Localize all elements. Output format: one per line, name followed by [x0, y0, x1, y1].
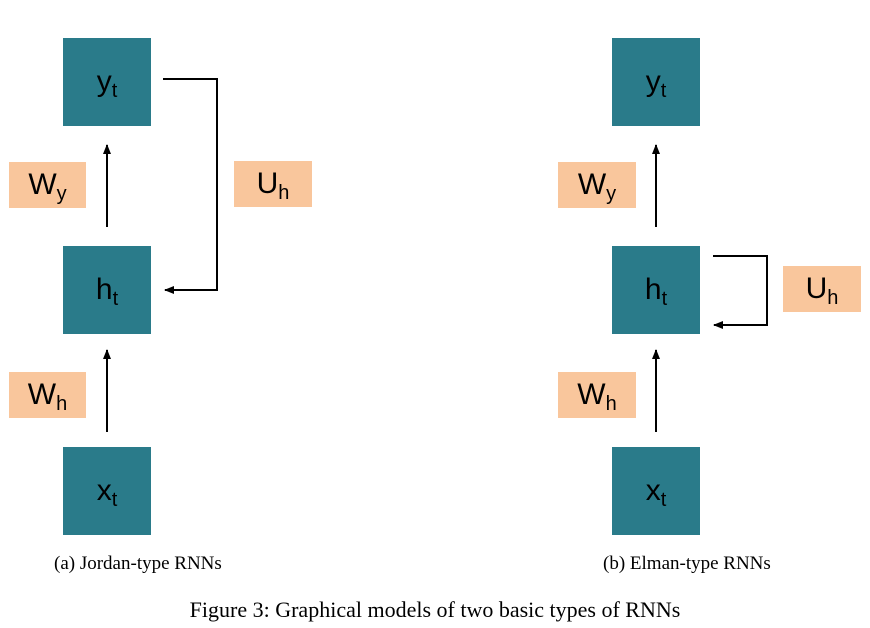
elman-caption: (b) Elman-type RNNs: [603, 553, 771, 574]
elman-arrow-h-self-loop: [713, 255, 768, 329]
jordan-caption: (a) Jordan-type RNNs: [54, 553, 222, 574]
jordan-arrow-y-to-h-feedback: [163, 78, 218, 294]
figure-caption: Figure 3: Graphical models of two basic …: [189, 597, 681, 622]
